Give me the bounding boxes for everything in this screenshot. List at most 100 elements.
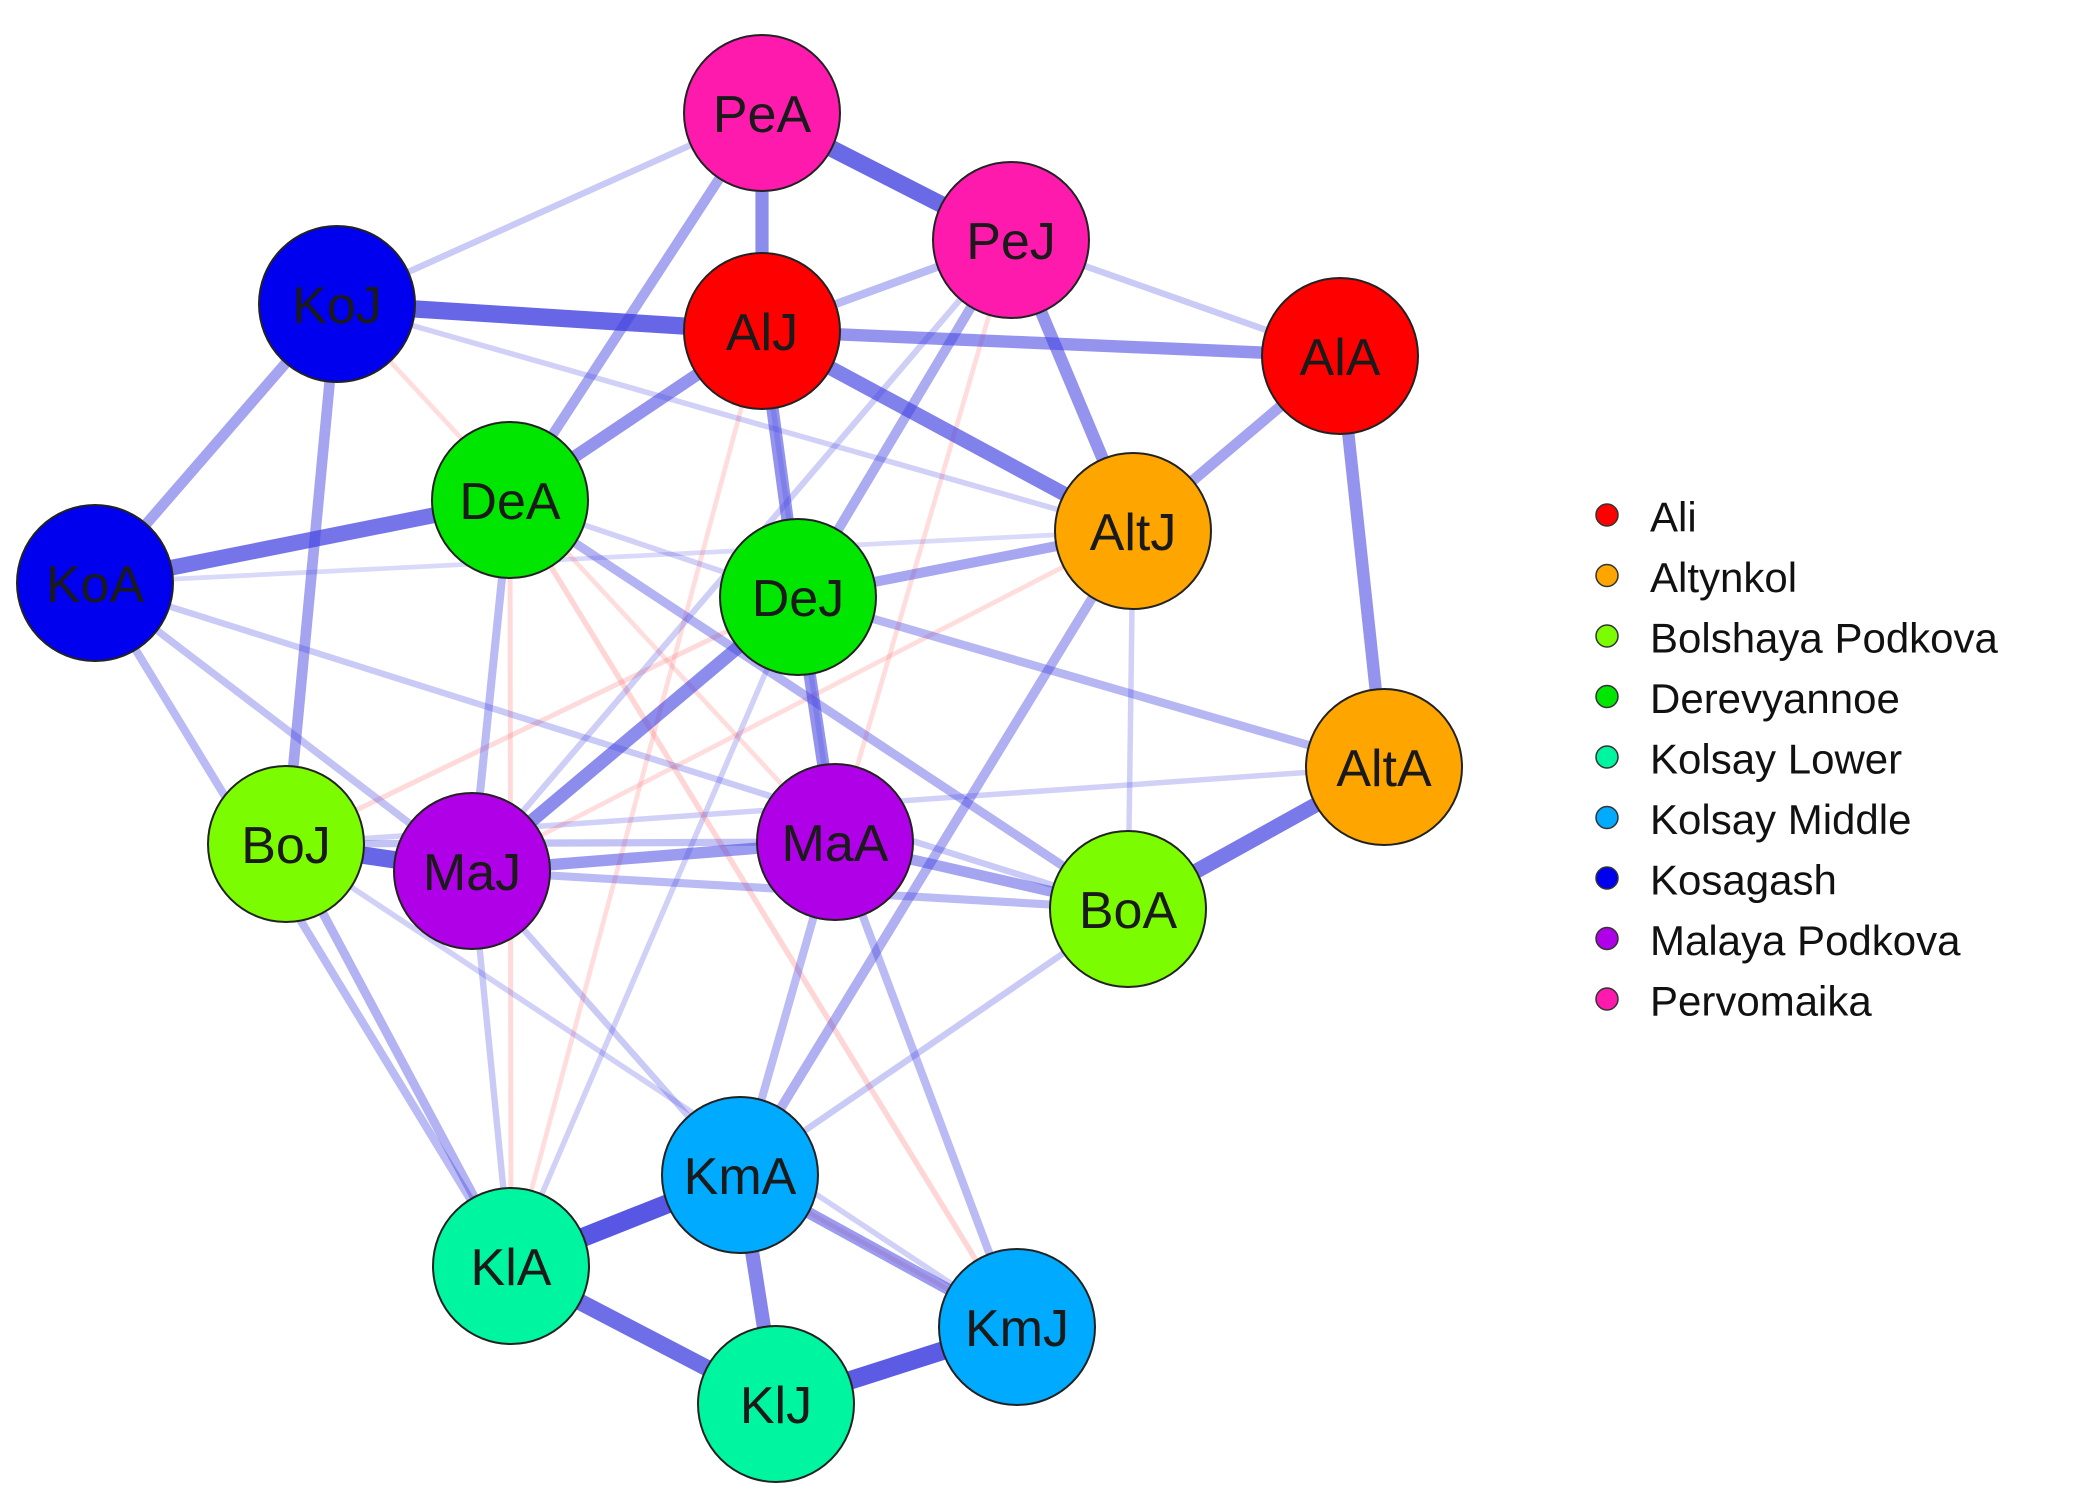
node-label-KmA: KmA [684,1148,797,1206]
legend-label: Malaya Podkova [1650,917,1961,964]
legend-label: Kolsay Lower [1650,736,1902,783]
legend-swatch [1595,866,1619,890]
node-label-AltA: AltA [1336,740,1432,798]
legend-label: Pervomaika [1650,978,1872,1025]
legend-label: Derevyannoe [1650,675,1900,722]
edge-DeJ-AltA [793,592,1389,772]
nodes-layer: PeA PeJ KoJ AlJ AlA DeA KoA AltJ DeJ AltA BoJ MaJ Ma… [16,34,1463,1483]
node-label-AlJ: AlJ [726,304,798,362]
node-circle-KlJ [697,1325,855,1483]
node-circle-AltA [1305,688,1463,846]
node-AltJ: AltJ [1054,452,1212,610]
node-circle-KoJ [258,225,416,383]
node-circle-DeJ [719,518,877,676]
legend-swatch [1595,926,1619,951]
legend-item: Kosagash [1595,857,1837,904]
node-circle-KlA [432,1187,590,1345]
node-circle-AlA [1261,277,1419,435]
node-label-PeA: PeA [713,86,812,144]
node-label-DeJ: DeJ [752,570,844,628]
edge-BoJ-KlA [281,839,516,1271]
node-circle-KmA [661,1096,819,1254]
legend-swatch [1595,745,1619,769]
legend-item: Kolsay Middle [1595,796,1911,843]
legend-swatch [1595,805,1619,830]
edge-BoJ-DeJ [283,594,801,847]
node-circle-BoA [1049,830,1207,988]
legend-item: Pervomaika [1595,978,1872,1025]
node-label-KoA: KoA [46,556,145,614]
node-DeA: DeA [431,421,589,579]
legend-swatch [1595,684,1619,709]
legend-item: Kolsay Lower [1595,736,1902,783]
node-KoA: KoA [16,504,174,662]
legend-item: Malaya Podkova [1595,917,1961,964]
legend-item: Ali [1595,494,1697,541]
node-label-MaA: MaA [782,815,889,873]
legend-label: Ali [1650,494,1697,541]
legend-swatch [1595,503,1619,527]
edge-MaA-KmJ [830,837,1022,1332]
node-label-KlJ: KlJ [740,1377,812,1435]
node-circle-MaA [756,763,914,921]
node-label-PeJ: PeJ [966,213,1056,271]
node-KoJ: KoJ [258,225,416,383]
node-circle-MaJ [393,792,551,950]
node-circle-PeJ [932,161,1090,319]
node-circle-KmJ [938,1248,1096,1406]
node-DeJ: DeJ [719,518,877,676]
legend-swatch [1595,563,1619,588]
node-BoJ: BoJ [207,765,365,923]
edge-BoJ-KmJ [283,841,1020,1330]
node-KmJ: KmJ [938,1248,1096,1406]
legend-item: Derevyannoe [1595,675,1900,722]
edge-DeJ-KlA [508,594,801,1269]
legend-item: Bolshaya Podkova [1595,615,1999,662]
legend-label: Altynkol [1650,554,1797,601]
node-MaJ: MaJ [393,792,551,950]
edge-KoA-AltJ [92,528,1136,586]
node-label-DeA: DeA [459,473,560,531]
legend-swatch [1595,624,1619,648]
legend-label: Bolshaya Podkova [1650,615,1999,662]
node-circle-AltJ [1054,452,1212,610]
node-KmA: KmA [661,1096,819,1254]
node-label-KmJ: KmJ [965,1300,1069,1358]
node-PeJ: PeJ [932,161,1090,319]
edge-AltJ-KmA [735,526,1138,1180]
node-PeA: PeA [683,34,841,192]
node-MaA: MaA [756,763,914,921]
node-label-KoJ: KoJ [292,277,382,335]
edge-MaJ-AltJ [469,528,1136,874]
edge-KoA-MaJ [91,579,476,875]
node-AlJ: AlJ [683,252,841,410]
node-KlA: KlA [432,1187,590,1345]
legend-swatch [1595,987,1619,1011]
edge-KoJ-BoJ [280,298,343,850]
legend-label: Kolsay Middle [1650,796,1911,843]
node-KlJ: KlJ [697,1325,855,1483]
edge-KoJ-AltJ [334,301,1136,534]
node-BoA: BoA [1049,830,1207,988]
legend-label: Kosagash [1650,857,1837,904]
node-AltA: AltA [1305,688,1463,846]
node-circle-AlJ [683,252,841,410]
node-label-BoJ: BoJ [241,817,331,875]
legend-item: Altynkol [1595,554,1797,601]
node-AlA: AlA [1261,277,1419,435]
edge-AlJ-KlA [508,328,765,1269]
edge-KoJ-MaA [334,301,838,845]
edge-DeA-KmJ [507,497,1020,1330]
edge-KoA-KlA [90,578,516,1271]
node-circle-DeA [431,421,589,579]
node-circle-KoA [16,504,174,662]
node-label-KlA: KlA [471,1239,552,1297]
node-circle-PeA [683,34,841,192]
node-label-BoA: BoA [1079,882,1178,940]
node-label-MaJ: MaJ [423,844,521,902]
node-circle-BoJ [207,765,365,923]
node-label-AlA: AlA [1300,329,1381,387]
edge-BoJ-MaA [282,838,839,848]
